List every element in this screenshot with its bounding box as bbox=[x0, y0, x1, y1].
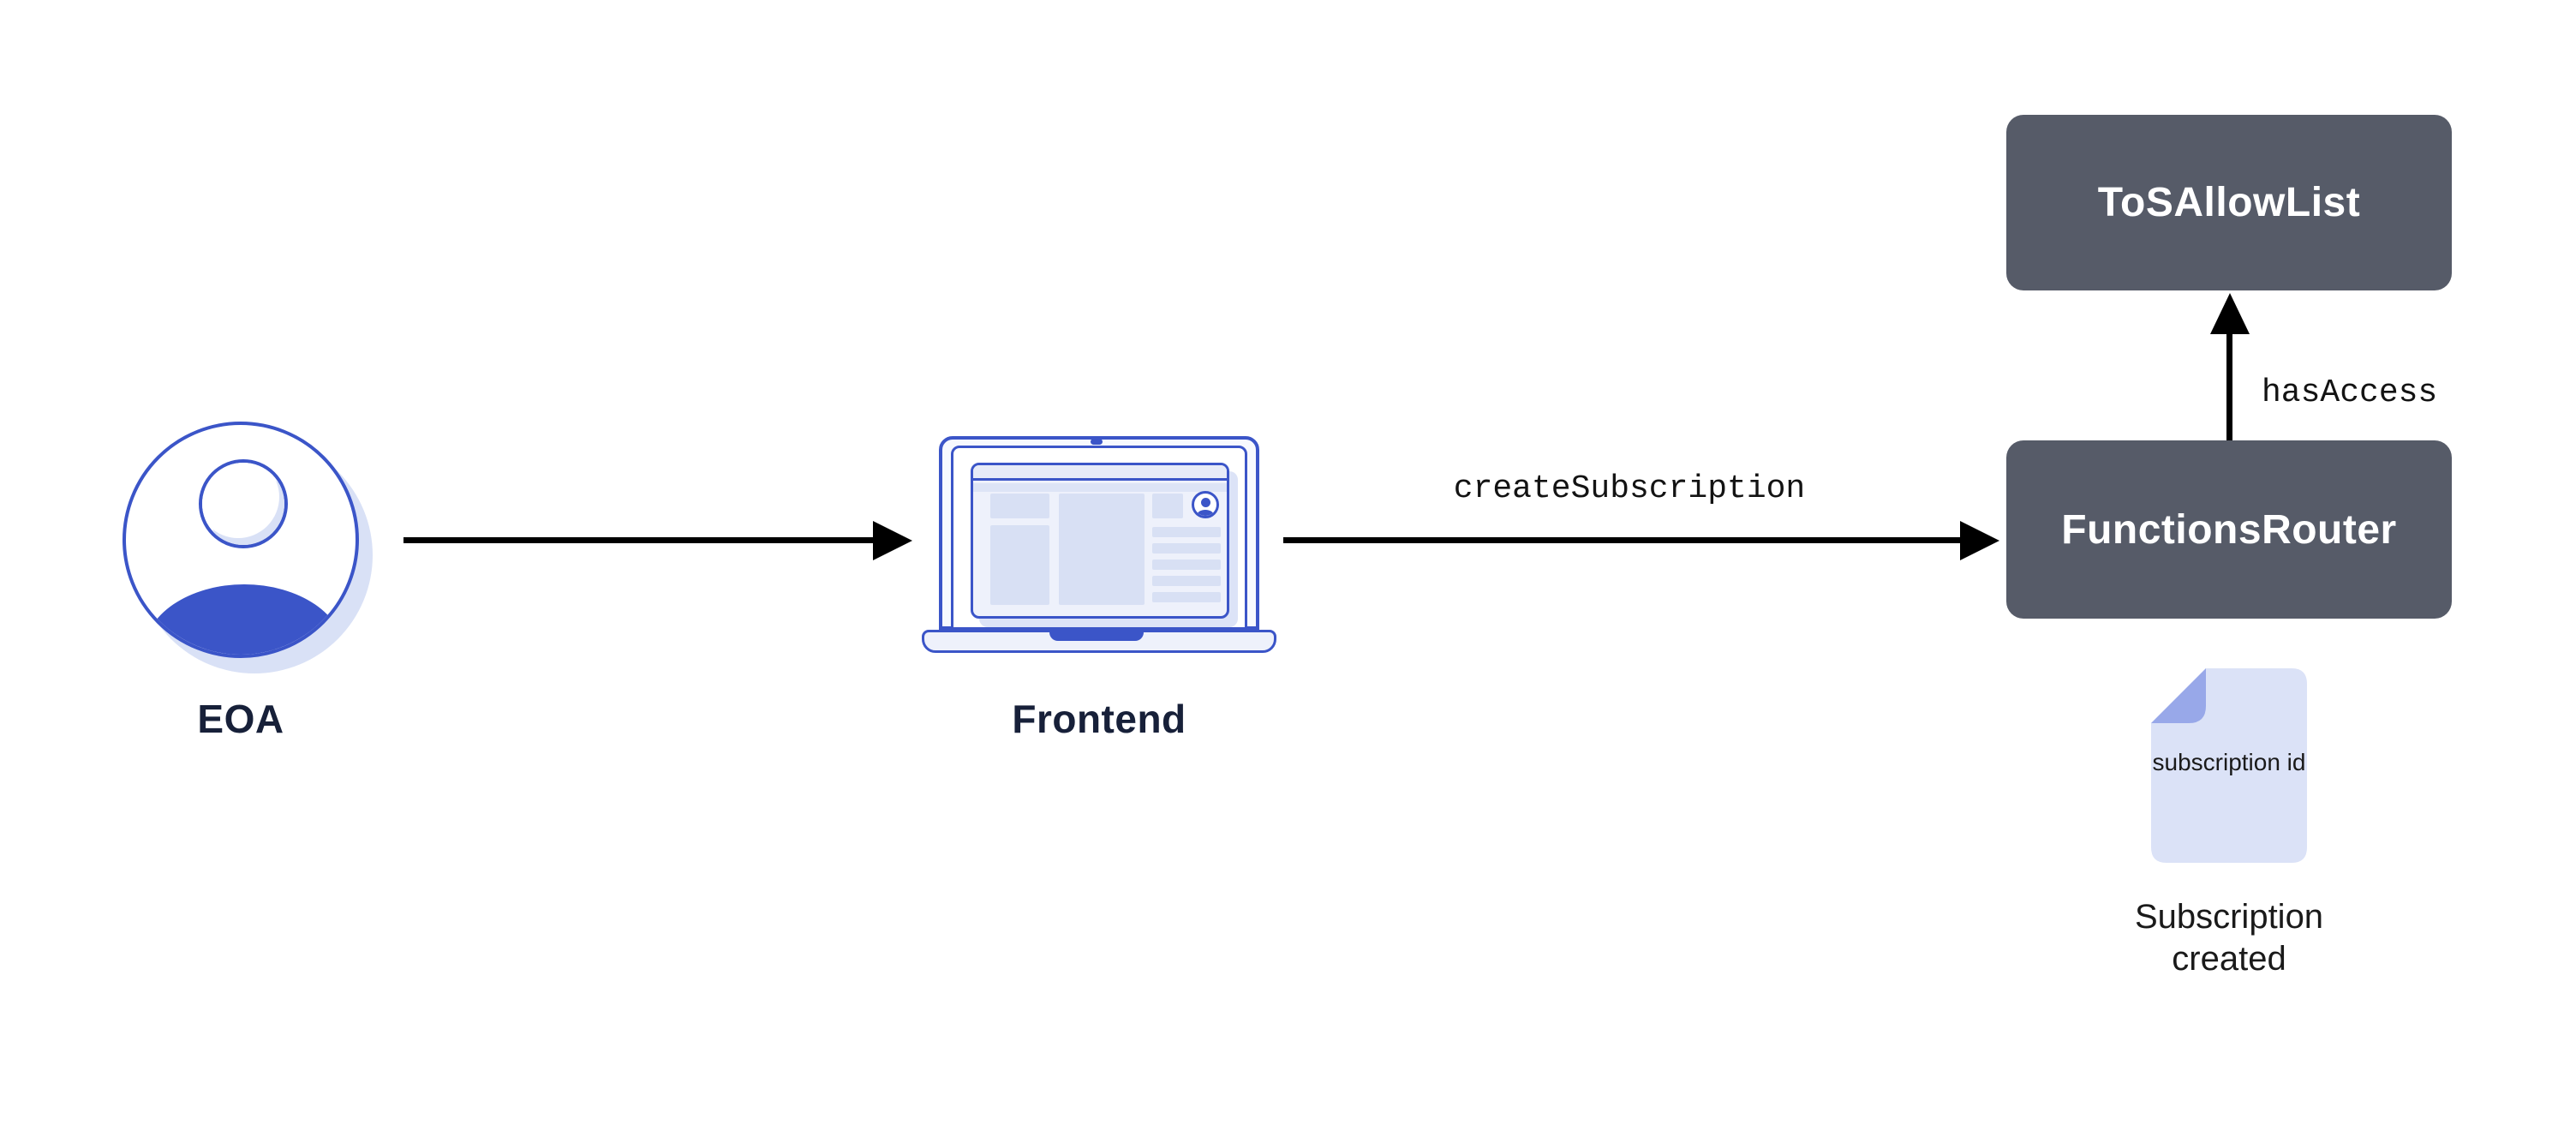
node-tosallowlist: ToSAllowList bbox=[2006, 115, 2452, 290]
content-block bbox=[1059, 494, 1145, 605]
laptop-webcam bbox=[1091, 439, 1103, 445]
text-line bbox=[1152, 560, 1221, 570]
content-block bbox=[990, 525, 1049, 605]
arrow-eoa-to-frontend-head bbox=[873, 521, 912, 560]
avatar-body bbox=[144, 584, 344, 655]
arrow-frontend-to-router-head bbox=[1960, 521, 1999, 560]
subscription-created-label: Subscription created bbox=[2134, 898, 2324, 978]
text-line bbox=[1152, 576, 1221, 586]
laptop-notch bbox=[1049, 630, 1144, 641]
person-head bbox=[1201, 498, 1210, 507]
content-block bbox=[990, 494, 1049, 518]
content-block bbox=[1152, 494, 1183, 518]
user-avatar-icon bbox=[123, 422, 359, 658]
text-line bbox=[1152, 592, 1221, 602]
avatar-head bbox=[199, 459, 288, 548]
arrow-router-to-tos-line bbox=[2226, 332, 2232, 440]
document-text: subscription id bbox=[2152, 749, 2306, 775]
browser-header bbox=[973, 465, 1227, 481]
eoa-label: EOA bbox=[197, 697, 284, 741]
browser-window bbox=[971, 463, 1229, 619]
browser-avatar-icon bbox=[1192, 491, 1219, 518]
document-fold bbox=[2151, 668, 2206, 723]
arrow-eoa-to-frontend-line bbox=[403, 537, 873, 543]
text-line bbox=[1152, 527, 1221, 537]
arrow-label-createsubscription: createSubscription bbox=[1453, 470, 1806, 507]
document-icon bbox=[2151, 668, 2307, 863]
arrow-router-to-tos-head bbox=[2210, 293, 2250, 334]
tosallowlist-label: ToSAllowList bbox=[2097, 180, 2361, 225]
browser-toolbar bbox=[973, 483, 1227, 492]
functionsrouter-label: FunctionsRouter bbox=[2061, 506, 2397, 553]
arrow-label-hasaccess: hasAccess bbox=[2262, 374, 2438, 411]
arrow-frontend-to-router-line bbox=[1283, 537, 1960, 543]
text-line bbox=[1152, 543, 1221, 554]
avatar-head-face bbox=[202, 463, 279, 538]
person-shoulders bbox=[1197, 510, 1214, 516]
node-functionsrouter: FunctionsRouter bbox=[2006, 440, 2452, 619]
frontend-label: Frontend bbox=[1012, 697, 1186, 741]
